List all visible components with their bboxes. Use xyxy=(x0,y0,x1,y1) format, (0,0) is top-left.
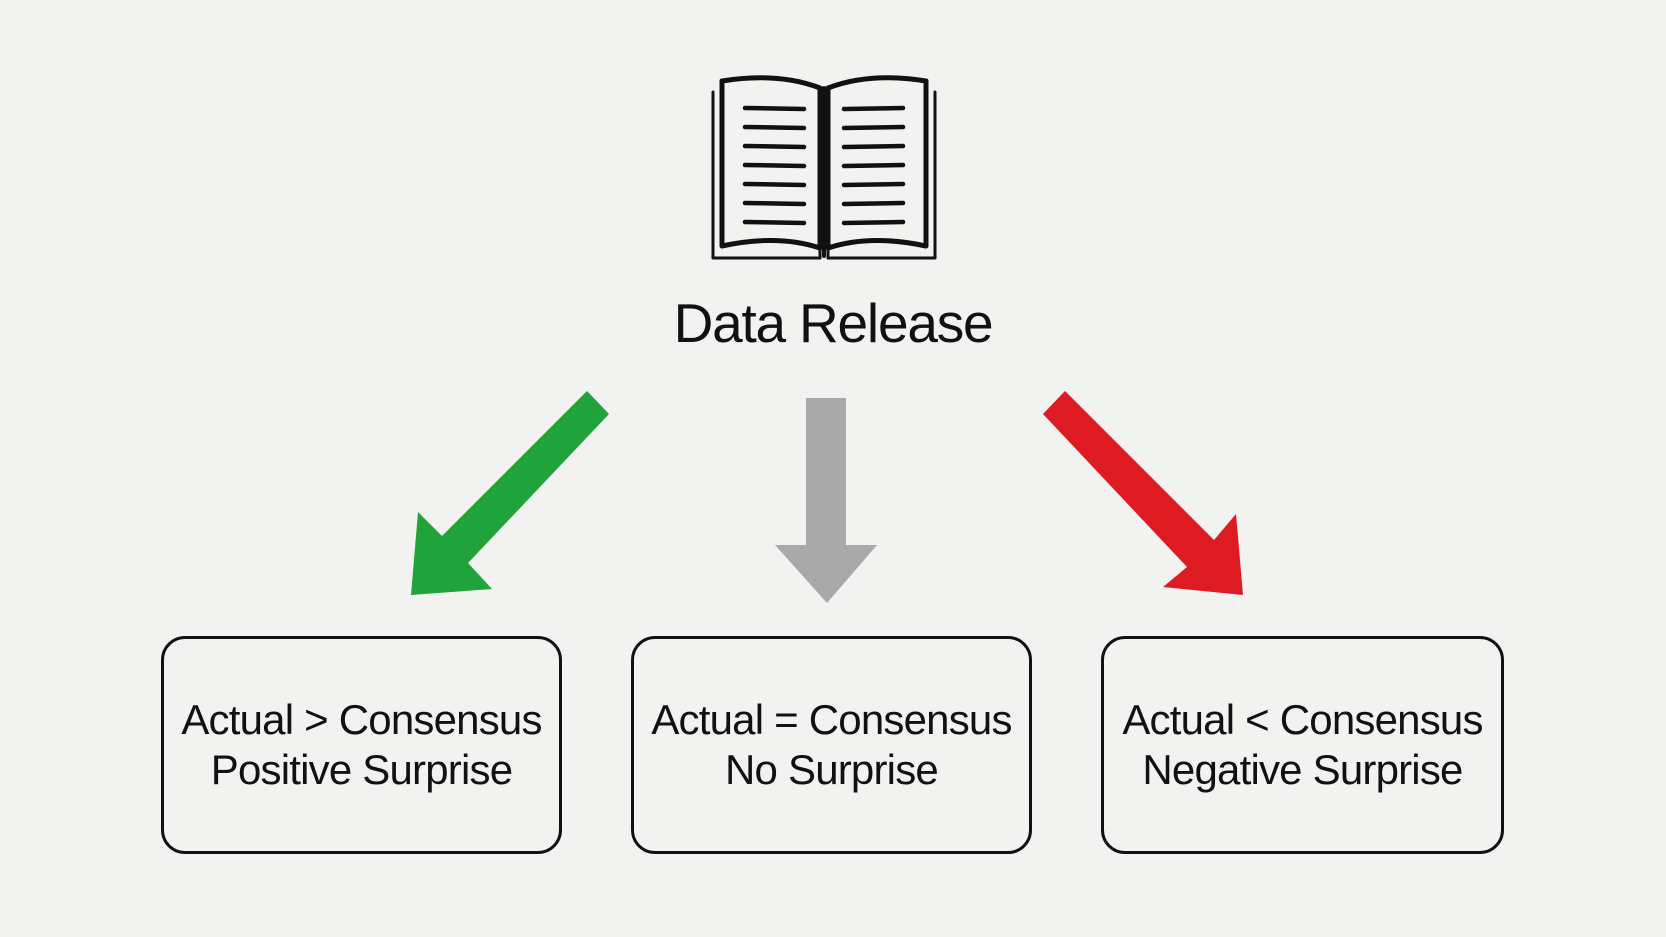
no-surprise-box: Actual = Consensus No Surprise xyxy=(631,636,1032,854)
neutral-condition-label: Actual = Consensus xyxy=(651,696,1012,743)
negative-arrow-icon xyxy=(1043,391,1243,595)
positive-surprise-box: Actual > Consensus Positive Surprise xyxy=(161,636,562,854)
neutral-result-label: No Surprise xyxy=(725,746,939,793)
positive-condition-label: Actual > Consensus xyxy=(181,696,542,743)
negative-result-label: Negative Surprise xyxy=(1142,746,1463,793)
diagram-title: Data Release xyxy=(673,292,994,354)
negative-condition-label: Actual < Consensus xyxy=(1122,696,1483,743)
negative-surprise-box: Actual < Consensus Negative Surprise xyxy=(1101,636,1504,854)
neutral-arrow-icon xyxy=(775,398,877,603)
open-book-icon xyxy=(711,75,937,260)
positive-arrow-icon xyxy=(411,391,609,595)
positive-result-label: Positive Surprise xyxy=(210,746,513,793)
